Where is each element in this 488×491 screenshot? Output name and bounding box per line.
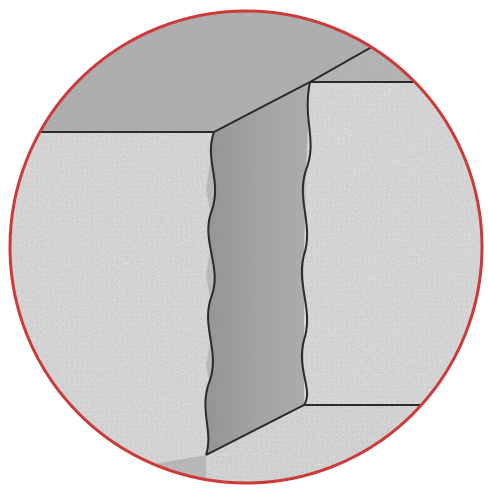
wavy-joint-face — [205, 82, 310, 455]
